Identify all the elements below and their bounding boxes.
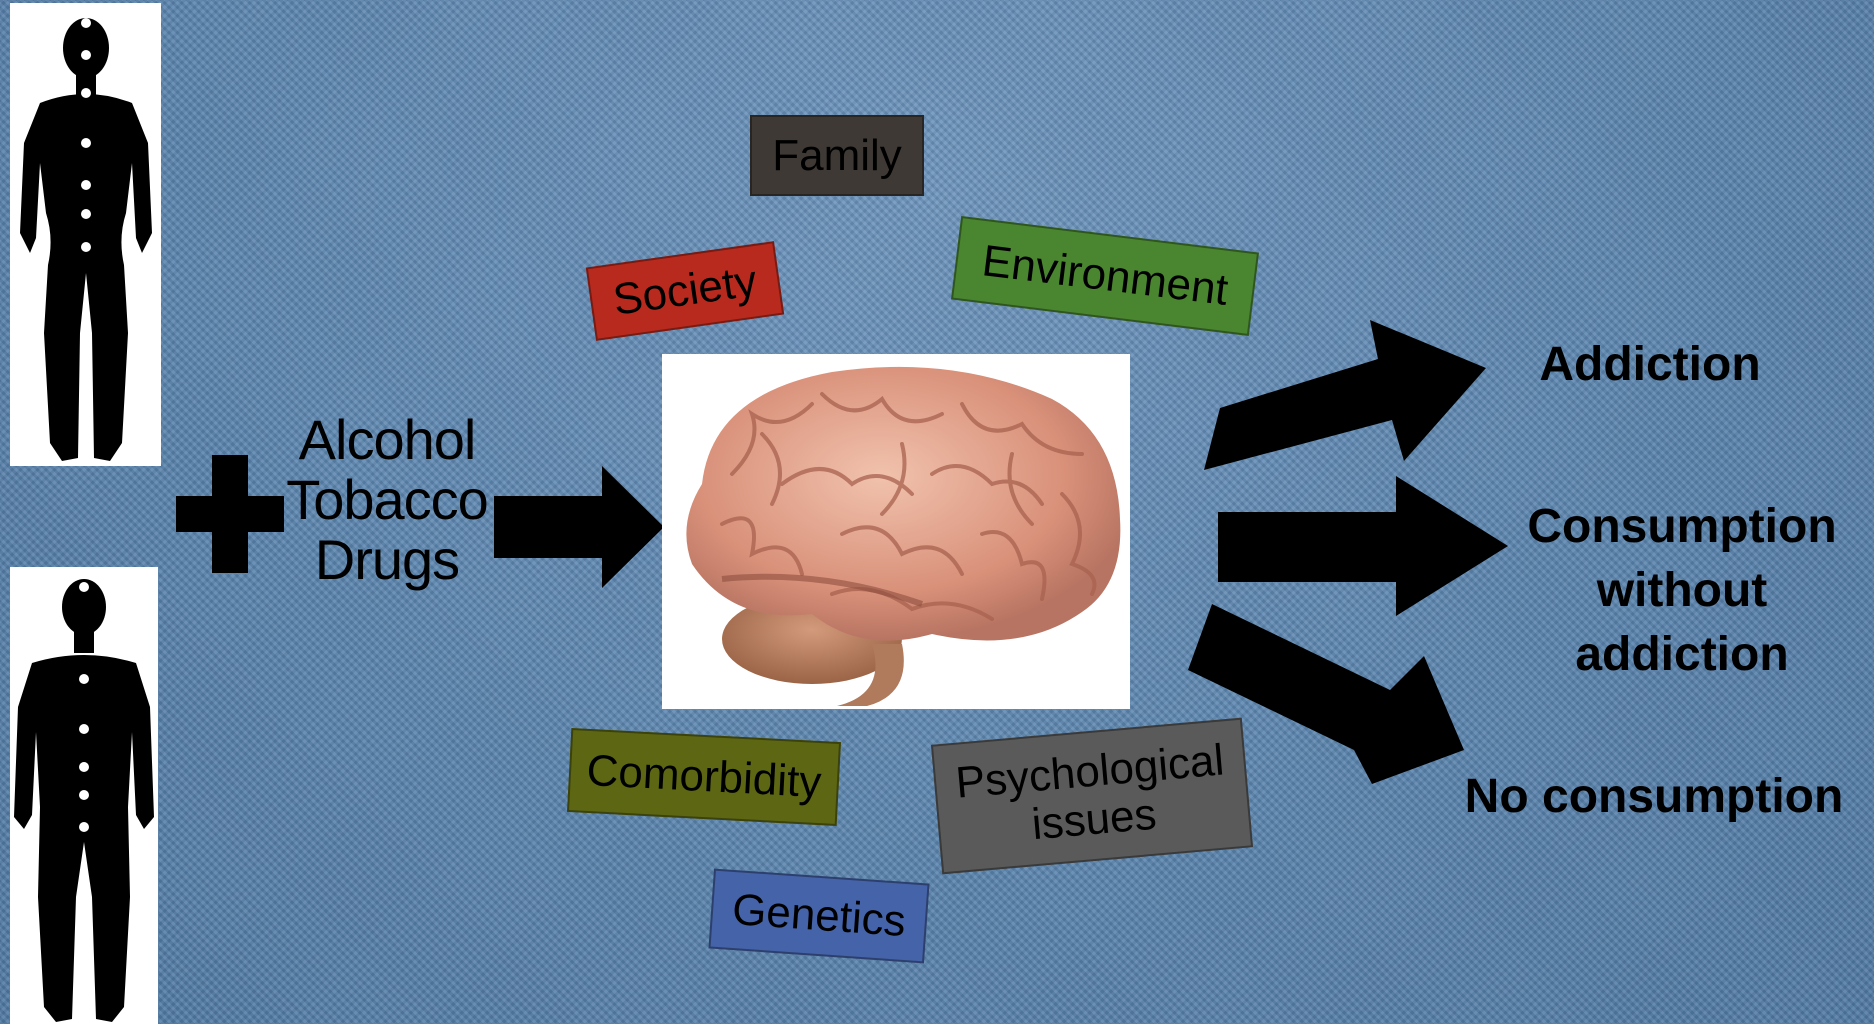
outcome-no-consumption: No consumption — [1464, 770, 1844, 823]
substance-tobacco: Tobacco — [286, 468, 489, 531]
brain-icon — [686, 366, 1121, 706]
substance-drugs: Drugs — [314, 528, 460, 591]
substances-list: Alcohol Tobacco Drugs — [262, 410, 512, 590]
arrow-into-brain-icon — [494, 466, 664, 588]
brain-image — [662, 354, 1130, 709]
factor-family: Family — [750, 115, 924, 196]
outcome-consumption-without-addiction-label: Consumption without addiction — [1527, 500, 1837, 681]
outcome-consumption-without-addiction: Consumption without addiction — [1502, 495, 1862, 687]
factor-comorbidity-label: Comorbidity — [585, 745, 823, 808]
arrow-to-no-consumption-icon — [1188, 604, 1464, 784]
substance-alcohol: Alcohol — [298, 408, 477, 471]
female-silhouette-panel — [10, 3, 161, 466]
factor-genetics: Genetics — [708, 868, 930, 964]
male-silhouette-panel — [10, 567, 158, 1024]
factor-comorbidity: Comorbidity — [566, 727, 842, 827]
factor-society: Society — [585, 241, 785, 341]
plus-icon — [176, 455, 284, 573]
factor-society-label: Society — [610, 256, 760, 325]
factor-family-label: Family — [772, 130, 902, 180]
factor-environment: Environment — [950, 216, 1260, 336]
factor-environment-label: Environment — [979, 236, 1231, 315]
arrow-to-consumption-icon — [1218, 476, 1508, 616]
arrow-to-addiction-icon — [1204, 320, 1486, 470]
female-silhouette-icon — [20, 18, 152, 461]
outcome-addiction: Addiction — [1539, 338, 1761, 391]
factor-genetics-label: Genetics — [730, 885, 908, 946]
male-silhouette-icon — [14, 579, 154, 1022]
